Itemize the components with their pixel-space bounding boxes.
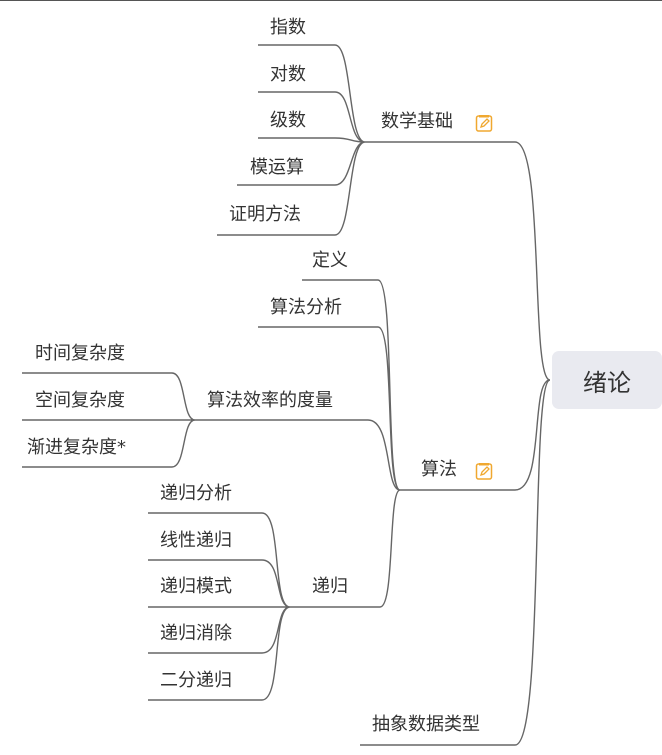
branch-node-algo[interactable]: 算法: [421, 459, 457, 480]
recursion-child-node[interactable]: 递归消除: [160, 623, 232, 644]
underline: [217, 44, 335, 236]
algo-child-node[interactable]: 算法效率的度量: [207, 390, 333, 411]
algo-child-node[interactable]: 算法分析: [270, 297, 342, 318]
underline: [148, 512, 380, 701]
underline: [22, 372, 172, 468]
top-border: [0, 0, 662, 1]
root-label: 绪论: [583, 368, 631, 397]
math-child-node[interactable]: 级数: [270, 110, 306, 131]
connector: [514, 141, 551, 746]
underline: [195, 279, 378, 421]
connector: [334, 44, 366, 236]
efficiency-child-node[interactable]: 渐进复杂度*: [27, 437, 126, 458]
recursion-child-node[interactable]: 递归分析: [160, 483, 232, 504]
note-edit-icon[interactable]: [475, 114, 493, 132]
math-child-node[interactable]: 模运算: [250, 157, 304, 178]
algo-child-node[interactable]: 定义: [312, 250, 348, 271]
efficiency-child-node[interactable]: 时间复杂度: [35, 343, 125, 364]
branch-node-math[interactable]: 数学基础: [381, 111, 453, 132]
note-edit-icon[interactable]: [475, 462, 493, 480]
efficiency-child-node[interactable]: 空间复杂度: [35, 390, 125, 411]
math-child-node[interactable]: 对数: [270, 64, 306, 85]
connector: [171, 372, 196, 468]
branch-node-adt[interactable]: 抽象数据类型: [372, 714, 480, 735]
math-child-node[interactable]: 证明方法: [229, 204, 301, 225]
underline: [360, 489, 515, 746]
recursion-child-node[interactable]: 线性递归: [160, 530, 232, 551]
connector: [261, 512, 291, 701]
recursion-node[interactable]: 递归: [312, 576, 348, 597]
recursion-child-node[interactable]: 二分递归: [160, 670, 232, 691]
math-child-node[interactable]: 指数: [270, 17, 306, 38]
recursion-child-node[interactable]: 递归模式: [160, 576, 232, 597]
connector: [367, 279, 401, 608]
root-node[interactable]: 绪论: [552, 351, 662, 409]
